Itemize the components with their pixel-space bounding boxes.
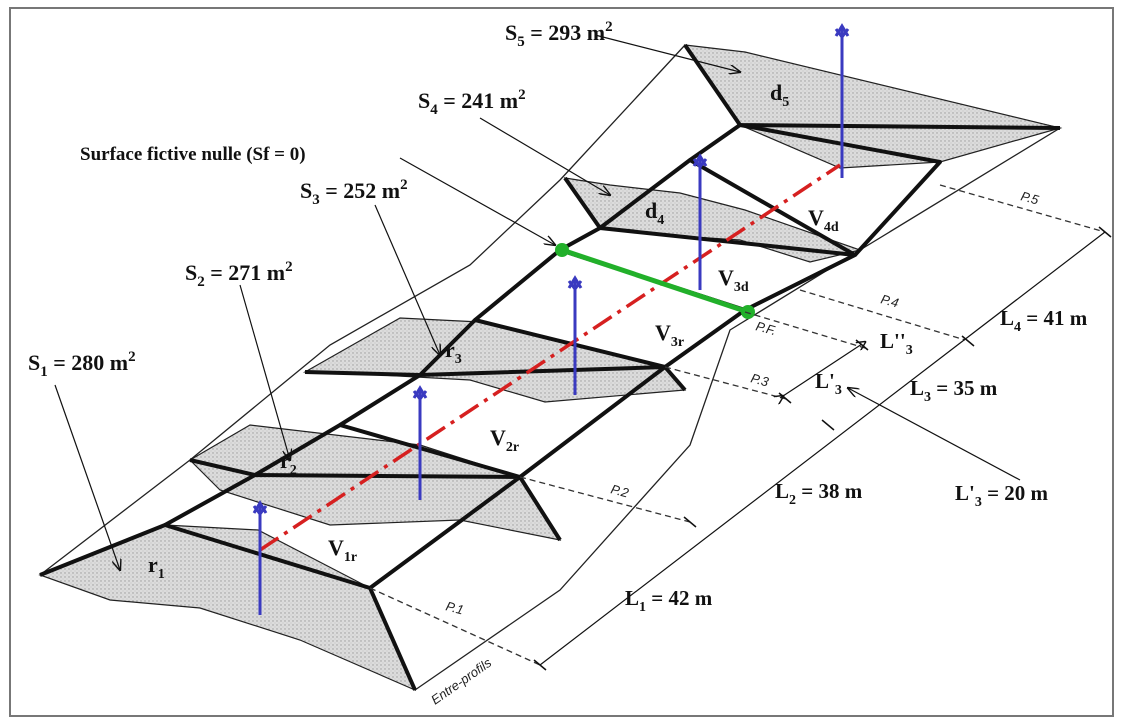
leader-lines [54,34,740,570]
fictive-surface-line [555,243,755,319]
profile-dashes [369,184,1106,666]
label-pf: P.F. [754,318,778,338]
label-v3r: V3r [655,320,684,350]
frame-border [9,7,1114,717]
label-v3d: V3d [718,265,749,295]
platform [39,43,1061,691]
label-p4: P.4 [879,291,900,310]
label-s4: S4 = 241 m2 [418,87,526,118]
label-p5: P.5 [1019,188,1041,207]
label-entre-profils: Entre-profils [428,655,494,708]
cross-sections [38,44,1063,692]
label-s2: S2 = 271 m2 [185,259,293,290]
dimension-ticks [533,226,1112,671]
profile-labels: P.1 P.2 P.3 P.F. P.4 P.5 Entre-profils [428,188,1041,707]
label-surface-fictive: Surface fictive nulle (Sf = 0) [80,144,306,165]
label-s1: S1 = 280 m2 [28,349,136,380]
section-r1 [38,524,417,692]
label-l3: L3 = 35 m [910,376,998,405]
label-p1: P.1 [444,598,465,617]
road-axis [259,163,841,552]
label-l4: L4 = 41 m [1000,306,1088,335]
section-r3 [302,317,687,403]
surface-labels: S1 = 280 m2 S2 = 271 m2 S3 = 252 m2 S4 =… [28,19,613,380]
label-v2r: V2r [490,425,519,455]
label-s3: S3 = 252 m2 [300,177,408,208]
label-s5: S5 = 293 m2 [505,19,613,50]
label-v1r: V1r [328,535,357,565]
label-l2: L2 = 38 m [775,479,863,508]
profile-poles [252,23,850,615]
label-p3: P.3 [749,370,771,389]
label-lprime3-short: L'3 [815,369,842,398]
dimension-lines [539,231,1106,666]
label-lsecond3: L''3 [880,329,913,358]
label-l1: L1 = 42 m [625,586,713,615]
label-lprime3: L'3 = 20 m [955,481,1049,510]
label-p2: P.2 [609,481,631,500]
length-labels: L1 = 42 m L2 = 38 m L3 = 35 m L4 = 41 m … [625,306,1088,615]
